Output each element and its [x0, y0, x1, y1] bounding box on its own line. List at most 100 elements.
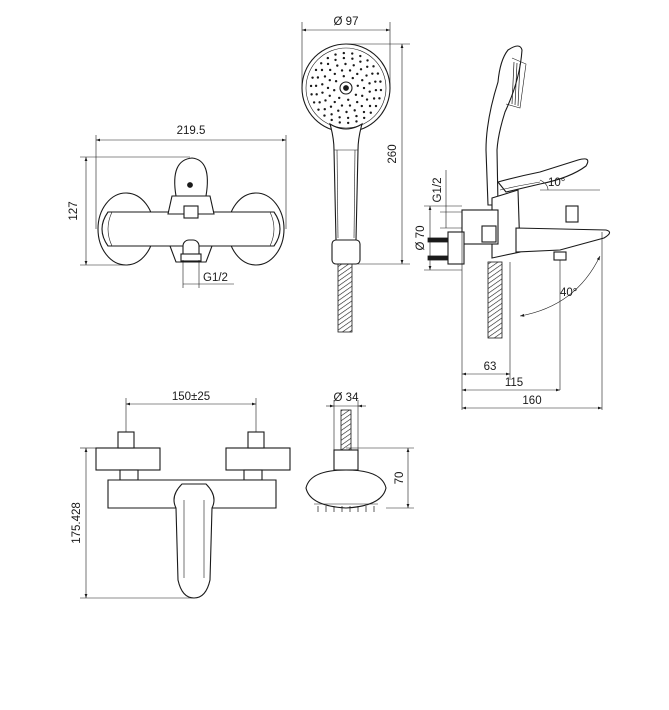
front-body — [101, 211, 281, 247]
top-right-connector — [225, 447, 291, 471]
nozzle-dot — [355, 100, 359, 104]
nozzle-dot — [317, 108, 320, 111]
nozzle-dot — [355, 114, 358, 118]
nozzle-dot — [318, 101, 321, 104]
depth-160-label: 160 — [522, 395, 541, 407]
nozzle-dot — [328, 68, 332, 72]
side-hose — [487, 261, 503, 339]
nozzle-dot — [326, 86, 330, 90]
nozzle-dot — [338, 121, 341, 124]
side-diverter — [565, 205, 579, 223]
nozzle-dot — [359, 60, 362, 63]
nozzle-dot — [379, 88, 383, 92]
nozzle-dot — [311, 76, 314, 79]
shower-nozzles — [309, 51, 383, 125]
spout-angle-arc — [519, 255, 601, 317]
side-thread-label: G1/2 — [432, 178, 444, 203]
nozzle-dot — [351, 76, 354, 80]
nozzle-dot — [340, 69, 344, 72]
nozzle-dot — [361, 79, 364, 82]
nozzle-dot — [353, 109, 356, 112]
nozzle-dot — [368, 104, 372, 108]
nozzle-dot — [328, 94, 331, 97]
shower-diameter-label: Ø 97 — [334, 16, 359, 28]
shower-handle — [329, 122, 363, 241]
shower-hose — [337, 263, 353, 333]
front-width-label: 219.5 — [177, 125, 206, 137]
nozzle-dot — [359, 68, 363, 71]
front-thread-label: G1/2 — [203, 272, 228, 284]
nozzle-dot — [366, 65, 369, 69]
nozzle-dot — [337, 109, 340, 112]
hand-shower-view: Ø 97 260 — [301, 16, 410, 333]
nozzle-dot — [314, 84, 318, 88]
side-lever — [497, 158, 589, 193]
nozzle-dot — [333, 100, 336, 104]
nozzle-dot — [324, 99, 327, 102]
nozzle-dot — [371, 72, 374, 75]
top-spacing-label: 150±25 — [172, 391, 210, 403]
nozzle-dot — [361, 94, 364, 98]
nozzle-dot — [346, 121, 350, 125]
nozzle-dot — [374, 88, 378, 92]
nozzle-dot — [338, 116, 341, 119]
nozzle-dot — [376, 72, 380, 75]
top-left-connector — [95, 447, 161, 471]
front-height-label: 127 — [68, 201, 80, 220]
nozzle-dot — [321, 83, 324, 86]
nozzle-dot — [356, 72, 359, 76]
nozzle-dot — [334, 58, 337, 62]
nozzle-dot — [359, 54, 362, 58]
nozzle-dot — [333, 89, 336, 92]
nozzle-dot — [338, 96, 341, 100]
nozzle-dot — [362, 86, 366, 90]
nozzle-dot — [334, 80, 338, 83]
head-diameter-label: Ø 34 — [334, 392, 360, 404]
nozzle-dot — [334, 53, 337, 56]
nozzle-dot — [344, 62, 347, 66]
spout-angle-label: 40° — [560, 287, 577, 299]
nozzle-dot — [342, 56, 346, 60]
nozzle-dot — [330, 118, 333, 122]
nozzle-dot — [323, 108, 326, 111]
nozzle-dot — [333, 72, 337, 76]
nozzle-dot — [320, 62, 323, 65]
nozzle-dot — [323, 75, 327, 78]
shower-collar — [331, 239, 361, 265]
side-spout — [515, 227, 611, 253]
nozzle-dot — [346, 116, 350, 120]
nozzle-dot — [330, 113, 333, 116]
nozzle-dot — [312, 101, 316, 104]
nozzle-dot — [323, 114, 326, 117]
nozzle-dot — [355, 120, 358, 123]
nozzle-dot — [314, 68, 318, 72]
front-view: 219.5 127 G1/2 — [68, 125, 287, 288]
nozzle-dot — [362, 110, 366, 114]
nozzle-dot — [342, 51, 346, 55]
nozzle-dot — [378, 97, 381, 100]
nozzle-dot — [342, 75, 345, 78]
nozzle-dot — [326, 62, 330, 66]
top-view: 150±25 175.428 — [71, 391, 291, 599]
nozzle-dot — [340, 104, 344, 107]
nozzle-dot — [310, 93, 313, 96]
nozzle-dot — [372, 97, 376, 100]
nozzle-dot — [356, 84, 359, 87]
depth-115-label: 115 — [505, 377, 523, 389]
depth-63-label: 63 — [484, 361, 497, 373]
nozzle-dot — [374, 80, 377, 83]
nozzle-dot — [354, 93, 358, 96]
front-diverter — [183, 205, 199, 219]
nozzle-dot — [374, 104, 378, 108]
lever-angle-label: 10° — [548, 177, 565, 189]
top-height-label: 175.428 — [71, 502, 83, 544]
head-height-label: 70 — [394, 472, 406, 485]
shower-length-label: 260 — [387, 144, 399, 163]
nozzle-dot — [352, 64, 355, 67]
head-side-collar — [333, 449, 359, 471]
nozzle-dot — [320, 68, 324, 72]
nozzle-dot — [316, 76, 320, 79]
nozzle-dot — [315, 93, 318, 96]
nozzle-dot — [368, 90, 371, 93]
